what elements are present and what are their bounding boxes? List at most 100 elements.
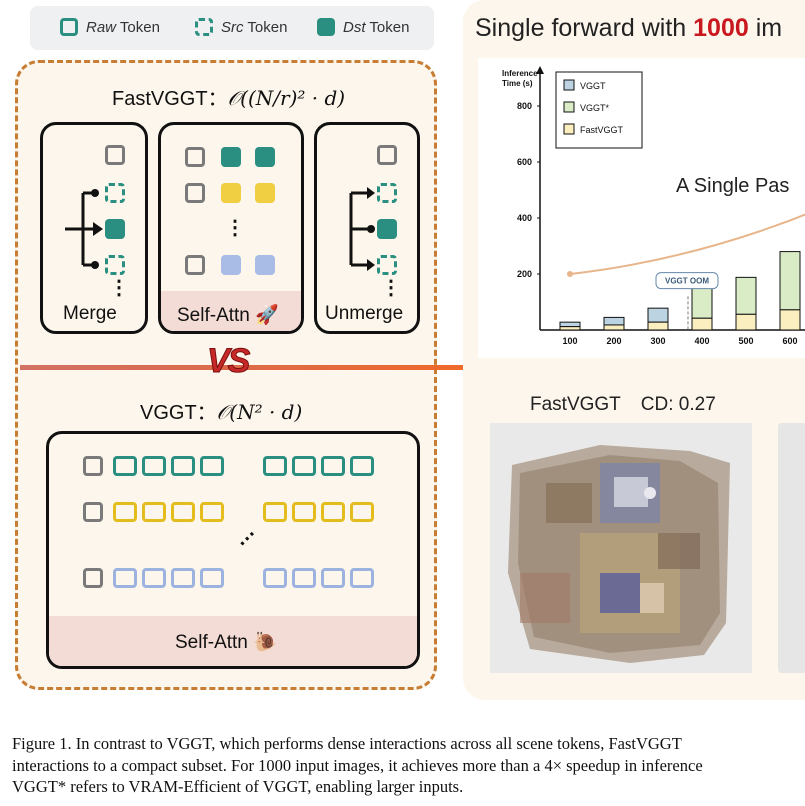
vs-arrow	[20, 348, 503, 388]
bar-vggt	[603, 316, 625, 326]
legend-label: FastVGGT	[580, 125, 624, 135]
src-token-icon	[195, 18, 213, 36]
legend-dst-token: Dst Token	[317, 18, 409, 36]
vggt-complexity: 𝒪(N² · d)	[216, 400, 303, 424]
dst-token-icon	[317, 18, 335, 36]
token	[292, 502, 316, 522]
token	[142, 502, 166, 522]
fast-self-attn-card: ⋮ Self-Attn 🚀	[158, 122, 304, 334]
vggt-self-attn-label: Self-Attn 🐌	[175, 632, 277, 653]
legend-src-name: Src	[221, 18, 244, 36]
y-tick-label: 400	[517, 213, 532, 223]
token	[263, 456, 287, 476]
bar-vggt-star	[691, 287, 713, 319]
pointcloud-render	[508, 445, 730, 663]
token	[321, 568, 345, 588]
legend-label: VGGT	[580, 81, 606, 91]
pointcloud-image	[490, 423, 752, 673]
legend-swatch	[563, 101, 575, 113]
token	[113, 456, 137, 476]
chart-annotation: A Single Pas	[676, 175, 789, 197]
raw-token	[83, 502, 103, 522]
token	[263, 568, 287, 588]
ellipsis: ⋮	[381, 277, 401, 299]
vggt-dense-card: Self-Attn 🐌 ⋯	[46, 431, 420, 669]
result-metric: CD: 0.27	[640, 394, 716, 415]
raw-token	[185, 183, 205, 203]
y-axis-label: Time (s)	[502, 79, 533, 88]
unmerge-connector	[349, 187, 375, 271]
x-tick-label: 400	[694, 336, 709, 346]
speed-curve	[569, 213, 805, 275]
src-token	[377, 255, 397, 275]
figure-caption: Figure 1. In contrast to VGGT, which per…	[12, 733, 805, 798]
y-axis-label: Inference	[502, 69, 538, 78]
y-axis-arrow	[536, 66, 544, 74]
curve-point	[567, 271, 573, 277]
token	[263, 502, 287, 522]
dst-token	[105, 219, 125, 239]
y-tick-label: 200	[517, 269, 532, 279]
result-label: FastVGGT CD: 0.27	[530, 394, 716, 416]
dst-token	[255, 147, 275, 167]
bar-fastvggt	[603, 324, 625, 331]
x-tick-label: 100	[562, 336, 577, 346]
yellow-token	[255, 183, 275, 203]
bar-vggt-star	[735, 276, 757, 315]
token	[142, 456, 166, 476]
caption-line-3: VGGT* refers to VRAM-Efficient of VGGT, …	[12, 777, 464, 796]
vggt-title: VGGT：𝒪(N² · d)	[140, 400, 303, 424]
token	[321, 502, 345, 522]
raw-token	[377, 145, 397, 165]
ellipsis: ⋮	[225, 217, 245, 239]
bar-fastvggt	[691, 317, 713, 331]
token	[171, 456, 195, 476]
legend-swatch	[563, 79, 575, 91]
caption-line-2: interactions to a compact subset. For 10…	[12, 755, 703, 775]
token	[171, 568, 195, 588]
merge-card: ⋮ Merge	[40, 122, 148, 334]
yellow-token	[221, 183, 241, 203]
self-attn-band	[49, 616, 417, 666]
bar-fastvggt	[735, 313, 757, 331]
bar-fastvggt	[559, 326, 581, 331]
ellipsis: ⋮	[109, 277, 129, 299]
legend-raw-suffix: Token	[116, 18, 160, 36]
result-title: FastVGGT	[530, 394, 621, 415]
legend-src-suffix: Token	[243, 18, 288, 36]
raw-token	[105, 145, 125, 165]
blue-token	[255, 255, 275, 275]
bar-vggt-star	[779, 251, 801, 311]
legend-raw-name: Raw	[86, 18, 117, 36]
token	[350, 456, 374, 476]
src-token	[377, 183, 397, 203]
legend-raw-token: Raw Token	[60, 18, 160, 36]
token	[200, 568, 224, 588]
token	[321, 456, 345, 476]
legend-src-token: Src Token	[195, 18, 287, 36]
x-tick-label: 200	[606, 336, 621, 346]
merge-label: Merge	[63, 303, 117, 324]
fastvggt-complexity: 𝒪((N/r)² · d)	[227, 86, 346, 110]
bar-fastvggt	[779, 309, 801, 331]
token	[292, 568, 316, 588]
token	[350, 568, 374, 588]
y-tick-label: 800	[517, 101, 532, 111]
unmerge-card: ⋮ Unmerge	[314, 122, 420, 334]
y-tick-label: 600	[517, 157, 532, 167]
token	[142, 568, 166, 588]
raw-token	[83, 456, 103, 476]
token	[113, 502, 137, 522]
oom-badge	[655, 272, 719, 290]
raw-token	[83, 568, 103, 588]
legend-dst-name: Dst	[343, 18, 366, 36]
chart-title: Single forward with 1000 im	[475, 14, 783, 42]
caption-line-1: Figure 1. In contrast to VGGT, which per…	[12, 734, 682, 753]
bar-vggt	[559, 321, 581, 328]
fastvggt-title: FastVGGT：𝒪((N/r)² · d)	[112, 86, 346, 110]
pointcloud-image-2	[778, 423, 805, 673]
src-token	[105, 255, 125, 275]
raw-token-icon	[60, 18, 78, 36]
